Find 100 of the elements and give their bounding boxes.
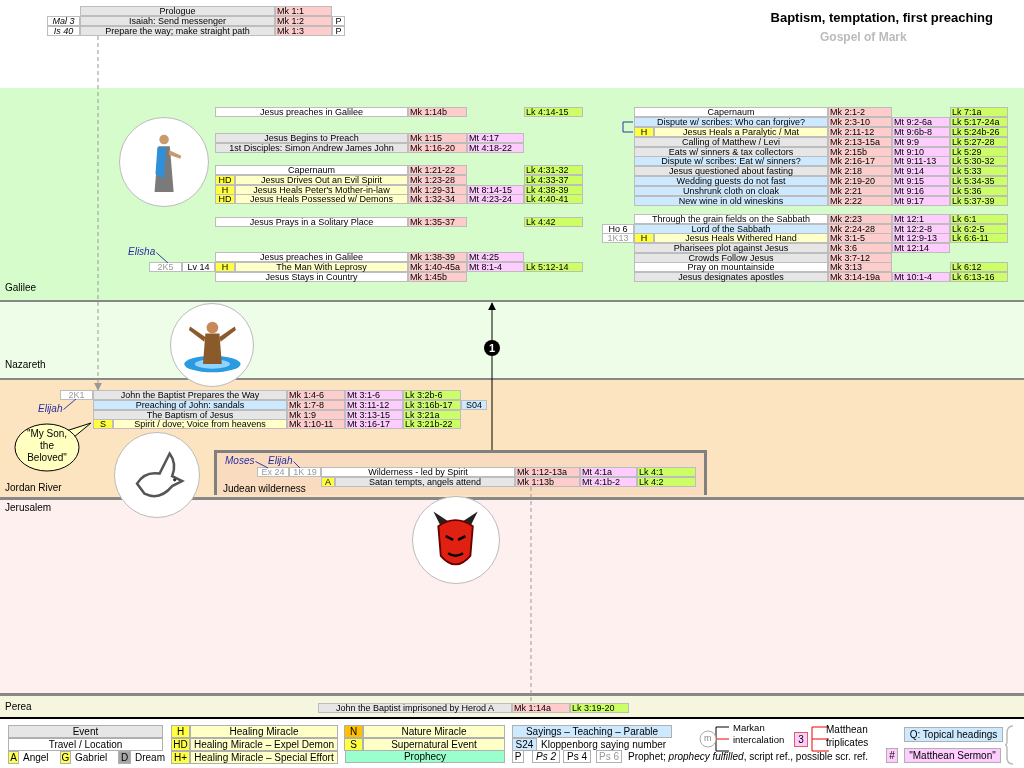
leader-line [292,461,301,469]
passage-title: Wedding guests do not fast [634,176,828,186]
passage-title: Jesus Drives Out an Evil Spirit [235,175,408,185]
figure-name: Moses [225,455,255,466]
scripture-reference: Mal 3 [47,16,80,26]
legend-swatch: "Matthean Sermon" [904,748,1001,763]
legend-swatch: A [8,751,19,764]
region-band [0,88,1024,303]
passage-title: Capernaum [634,107,828,117]
mark-reference: Mk 3:14-19a [828,272,892,282]
mark-reference: Mk 2:13-15a [828,137,892,147]
mark-reference: Mk 3:13 [828,262,892,272]
mark-reference: Mk 1:12-13a [515,467,580,477]
matthew-reference: Mt 4:17 [467,133,524,143]
legend-sample: Ps 2 [532,750,560,763]
figure-name: Elijah [38,403,63,414]
mark-reference: Mk 1:23-28 [408,175,467,185]
passage-title: Jesus Heals Withered Hand [654,233,828,243]
luke-reference: Lk 5:37-39 [950,196,1008,206]
mark-reference: Mk 1:4-6 [287,390,345,400]
luke-reference: Lk 6:12 [950,262,1008,272]
category-tag: # [886,748,898,763]
legend-text: Gabriel [75,751,108,764]
leader-line [254,461,269,469]
region-band [0,380,1024,500]
mark-reference: Mk 1:40-45a [408,262,467,272]
luke-reference: Lk 6:13-16 [950,272,1008,282]
region-label: Nazareth [5,359,46,370]
passage-title: Through the grain fields on the Sabbath [634,214,828,224]
leader-line [155,252,169,264]
passage-title: Jesus questioned about fasting [634,166,828,176]
category-tag: HD [215,175,235,185]
prophet-mark: P [332,16,345,26]
legend-text: Prophet; prophecy fulfilled, script ref., possible scr. ref. [628,750,869,763]
luke-reference: Lk 3:19-20 [570,703,629,713]
mark-reference: Mk 1:7-8 [287,400,345,410]
region-label: Jerusalem [5,502,52,513]
luke-reference: Lk 5:24b-26 [950,127,1008,137]
passage-title: Jesus preaches in Galilee [215,252,408,262]
matthew-reference: Mt 9:16 [892,186,950,196]
dashed-line [530,486,532,704]
matthew-reference: Mt 12:9-13 [892,233,950,243]
mark-reference: Mk 1:21-22 [408,165,467,175]
scripture-reference: 2K5 [149,262,182,272]
leader-line [62,398,77,410]
mark-reference: Mk 1:16-20 [408,143,467,153]
mark-reference: Mk 2:11-12 [828,127,892,137]
legend-sample: Ps 4 [563,750,591,763]
region-label: Judean wilderness [223,483,306,494]
passage-title: Prepare the way; make straight path [80,26,275,36]
mark-reference: Mk 2:23 [828,214,892,224]
luke-reference: Lk 7:1a [950,107,1008,117]
legend-text: Dream [135,751,165,764]
scripture-reference: 1K 19 [289,467,321,477]
matthew-reference: Mt 9:17 [892,196,950,206]
passage-title: Preaching of John: sandals [93,400,287,410]
legend-swatch: Q: Topical headings [904,727,1003,742]
legend-text: Matthean triplicates [826,723,870,749]
legend-sample: 3 [794,732,808,747]
diagram-title: Baptism, temptation, first preaching [770,10,993,25]
mark-reference: Mk 1:14b [408,107,467,117]
luke-reference: Lk 3:2b-6 [403,390,461,400]
legend-swatch: Prophecy [345,750,505,763]
passage-title: Jesus preaches in Galilee [215,107,408,117]
category-tag: H [634,233,654,243]
legend-sample: m [704,732,712,744]
mark-reference: Mk 1:3 [275,26,332,36]
matthew-reference: Mt 9:15 [892,176,950,186]
prophet-mark: P [332,26,345,36]
mark-reference: Mk 3:6 [828,243,892,253]
legend-swatch: Nature Miracle [363,725,505,738]
legend-swatch: Event [8,725,163,738]
luke-reference: Lk 3:21b-22 [403,419,461,429]
luke-reference: Lk 3:16b-17 [403,400,461,410]
category-tag: H+ [171,751,190,764]
scripture-reference: Lv 14 [182,262,215,272]
luke-reference: Lk 4:42 [524,217,583,227]
passage-title: Wilderness - led by Spirit [321,467,515,477]
legend-sample: Ps 6 [596,750,622,763]
luke-reference: Lk 5:36 [950,186,1008,196]
passage-title: Pharisees plot against Jesus [634,243,828,253]
region-box [214,450,707,495]
passage-title: Capernaum [215,165,408,175]
legend-swatch: G [60,751,71,764]
matthew-reference: Mt 12:1 [892,214,950,224]
passage-title: Dispute w/ scribes: Who can forgive? [634,117,828,127]
scripture-reference: 2K1 [60,390,93,400]
matthew-reference: Mt 4:25 [467,252,524,262]
legend-text: Angel [23,751,49,764]
scripture-reference: Is 40 [47,26,80,36]
mark-reference: Mk 1:2 [275,16,332,26]
category-tag: H [171,725,190,738]
matthew-reference: Mt 4:23-24 [467,194,524,204]
matthew-reference: Mt 9:11-13 [892,156,950,166]
matthew-reference: Mt 3:16-17 [345,419,403,429]
matthew-reference: Mt 9:9 [892,137,950,147]
mark-reference: Mk 3:1-5 [828,233,892,243]
figure-name: Elisha [128,246,156,257]
region-label: Jordan River [5,482,62,493]
edge-label: 1 [484,340,500,356]
